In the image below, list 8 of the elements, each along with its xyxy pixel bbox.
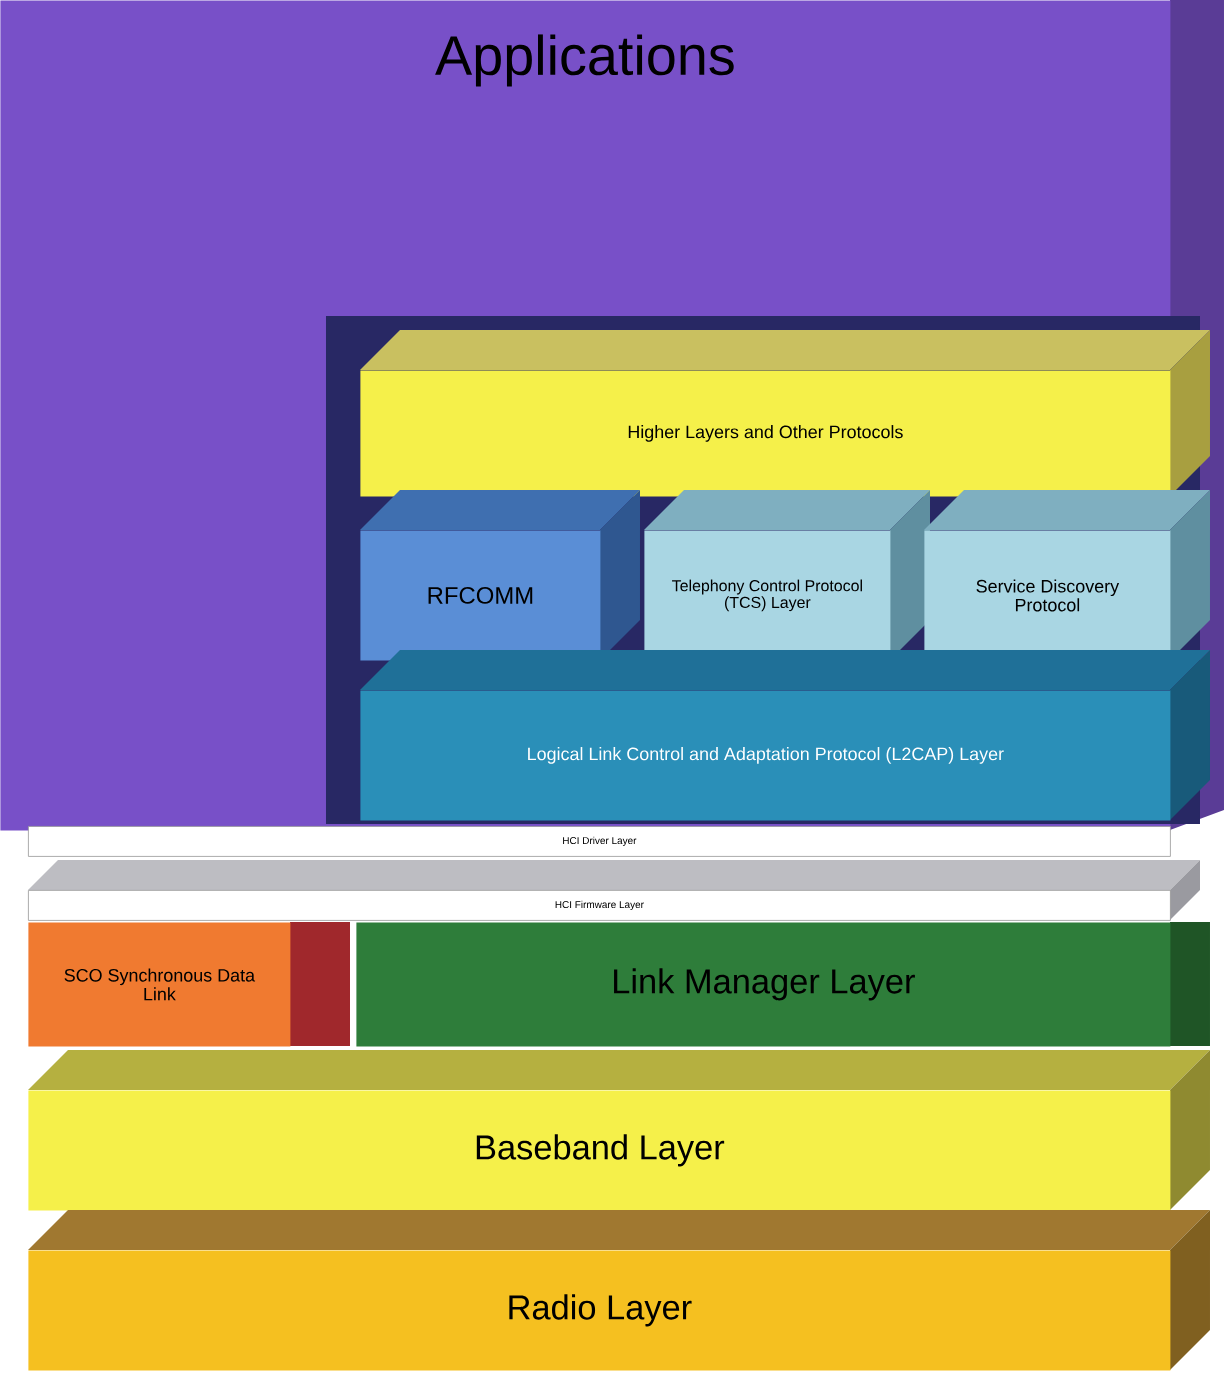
layer-box: Logical Link Control and Adaptation Protocol (L2CAP) Layer: [360, 690, 1171, 821]
layer-box: Baseband Layer: [28, 1090, 1171, 1211]
layer-box: Radio Layer: [28, 1250, 1171, 1371]
layer-box: Link Manager Layer: [356, 922, 1171, 1047]
layer-box: SCO Synchronous Data Link: [28, 922, 291, 1047]
layer-box: RFCOMM: [360, 530, 601, 661]
layer-box: Higher Layers and Other Protocols: [360, 370, 1171, 497]
layer-box: Service Discovery Protocol: [924, 530, 1171, 661]
